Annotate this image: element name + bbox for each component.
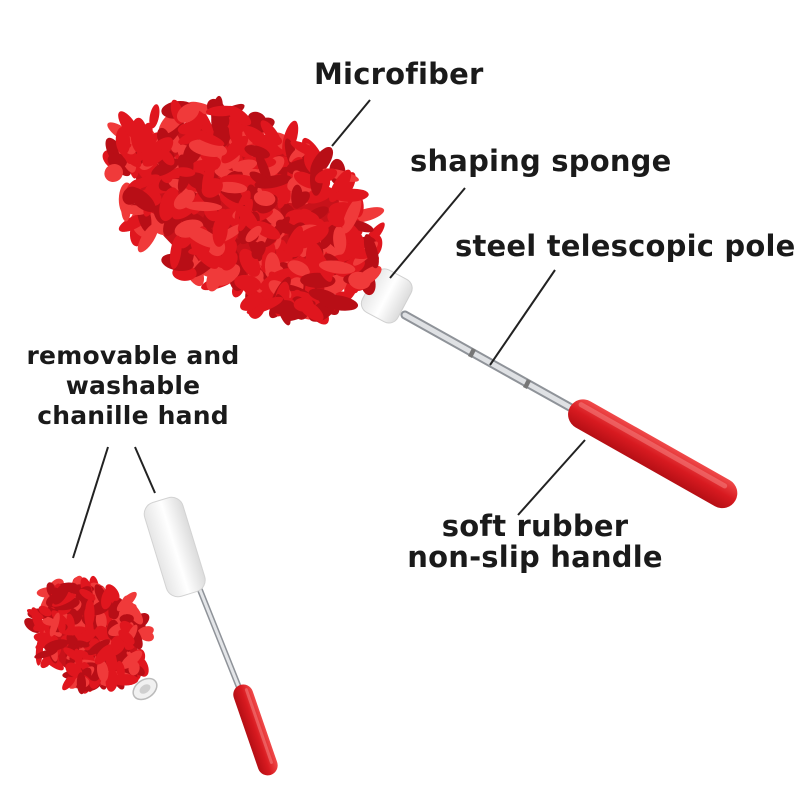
- label-removable-line-3: chanille hand: [37, 401, 229, 430]
- label-steel-telescopic-pole: steel telescopic pole: [455, 229, 796, 263]
- label-shaping-sponge: shaping sponge: [410, 144, 672, 178]
- microfiber-leader-line: [331, 99, 371, 147]
- removable-leader-line-right: [134, 446, 156, 494]
- leader-lines: [72, 99, 586, 559]
- steel-pole: [400, 310, 580, 415]
- pole-leader-line: [489, 269, 556, 366]
- removable-leader-line-left: [72, 446, 109, 559]
- label-soft-rubber-handle: soft rubber non-slip handle: [405, 511, 665, 573]
- spare-rubber-handle: [233, 684, 278, 776]
- microfiber-head: [102, 95, 385, 326]
- sponge-leader-line: [389, 187, 466, 279]
- rubber-handle: [568, 399, 738, 509]
- label-handle-line-1: soft rubber: [441, 509, 629, 543]
- handle-leader-line: [517, 439, 586, 516]
- spare-shaping-sponge: [143, 496, 206, 598]
- chenille-head-opening: [132, 677, 158, 701]
- label-handle-line-2: non-slip handle: [407, 540, 663, 574]
- label-removable-line-2: washable: [65, 371, 201, 400]
- label-microfiber: Microfiber: [314, 57, 484, 91]
- removable-chenille-head: [24, 575, 154, 695]
- label-removable-line-1: removable and: [26, 341, 240, 370]
- spare-steel-pole: [197, 587, 243, 693]
- label-removable-chenille-hand: removable and washable chanille hand: [18, 341, 248, 431]
